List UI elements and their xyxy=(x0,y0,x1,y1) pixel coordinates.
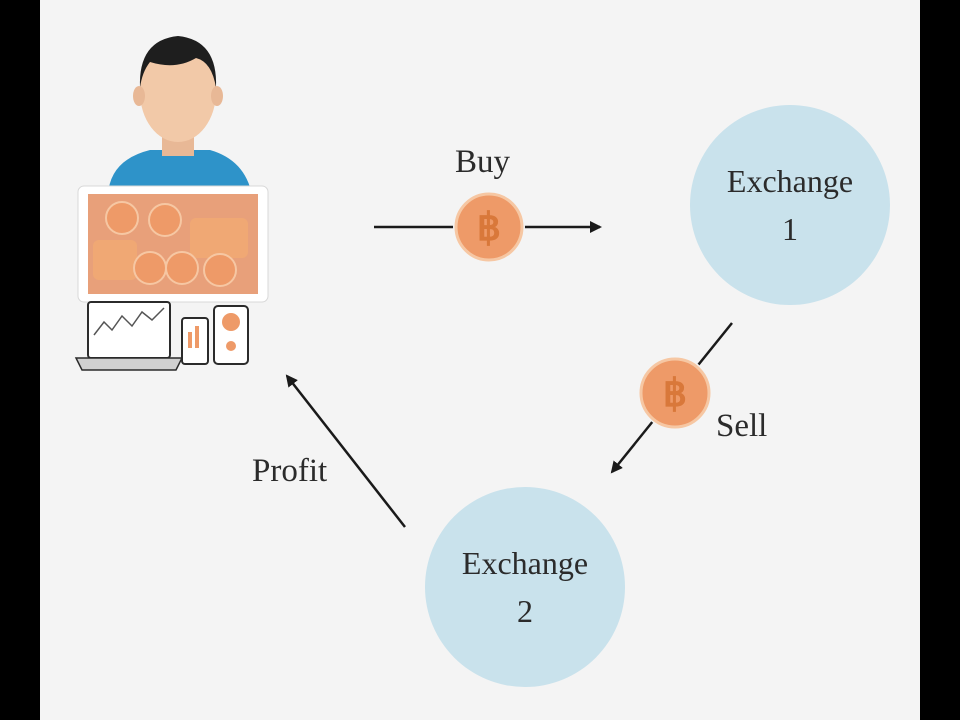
exchange-2-node: Exchange 2 xyxy=(425,487,625,687)
tablet-icon xyxy=(213,305,249,365)
exchange-1-line2: 1 xyxy=(782,211,798,247)
exchange-2-line2: 2 xyxy=(517,593,533,629)
buy-label: Buy xyxy=(455,144,511,180)
svg-text:฿: ฿ xyxy=(663,373,687,415)
profit-label: Profit xyxy=(252,453,328,489)
sell-label: Sell xyxy=(716,408,768,444)
exchange-2-line1: Exchange xyxy=(461,545,589,581)
trader-person-icon xyxy=(108,36,252,195)
bitcoin-coin-icon: ฿ xyxy=(453,191,525,263)
exchange-1-line1: Exchange xyxy=(726,163,854,199)
svg-text:฿: ฿ xyxy=(477,207,501,249)
profit-arrow xyxy=(285,374,406,528)
bitcoin-coin-icon: ฿ xyxy=(638,356,712,430)
exchange-1-node: Exchange 1 xyxy=(690,105,890,305)
monitor-coins-icon xyxy=(77,185,269,303)
laptop-chart-icon xyxy=(74,301,184,371)
phone-icon xyxy=(181,317,209,365)
